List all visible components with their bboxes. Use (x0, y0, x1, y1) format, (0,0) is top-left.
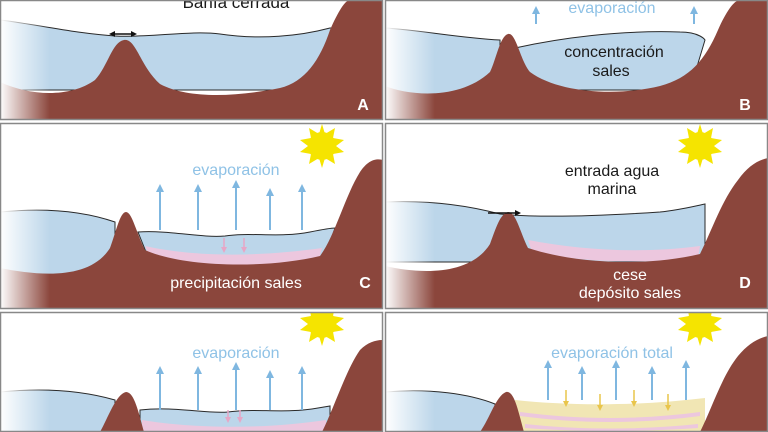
panel-d-cease: cese (613, 267, 647, 284)
sun-icon (300, 124, 344, 168)
panel-b-salts: sales (592, 63, 629, 80)
panel-d-letter: D (739, 275, 751, 292)
panel-b: evaporación concentración sales B (385, 0, 768, 120)
panel-c-precipitation: precipitación sales (170, 275, 302, 292)
panel-c-evaporation: evaporación (192, 162, 279, 179)
panel-a-title: Bahía cerrada (183, 0, 290, 12)
panel-a: Bahía cerrada A (0, 0, 383, 120)
sun-icon (300, 312, 344, 346)
panel-c: evaporación precipitación sales C (0, 123, 383, 309)
panel-d-marine: marina (588, 181, 637, 198)
panel-e: evaporación (0, 312, 383, 432)
panel-a-letter: A (357, 97, 369, 114)
panel-c-letter: C (359, 275, 371, 292)
panel-b-concentration: concentración (564, 44, 664, 61)
panel-d-inflow: entrada agua (565, 163, 659, 180)
panel-b-evaporation: evaporación (568, 0, 655, 17)
panel-d: entrada agua marina cese depósito sales … (385, 123, 768, 309)
sun-icon (678, 124, 722, 168)
sun-icon (678, 312, 722, 346)
panel-f: evaporación total (385, 312, 768, 432)
panel-d-deposit: depósito sales (579, 285, 681, 302)
sky-fade (385, 0, 768, 120)
panel-b-letter: B (739, 97, 751, 114)
panel-f-total-evaporation: evaporación total (551, 345, 673, 362)
panel-e-evaporation: evaporación (192, 345, 279, 362)
sky-fade (0, 0, 383, 120)
